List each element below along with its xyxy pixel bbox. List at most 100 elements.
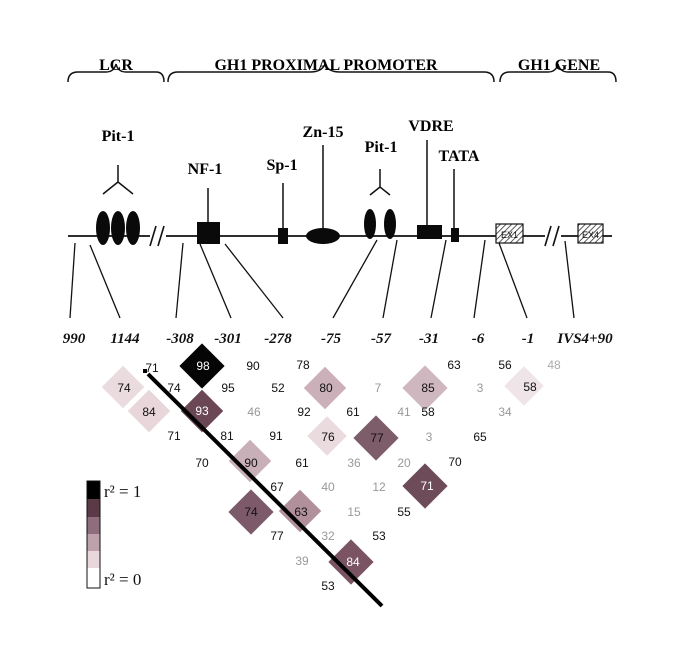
position-label: -301 bbox=[214, 331, 242, 347]
ld-value: 46 bbox=[247, 405, 261, 419]
ld-value: 71 bbox=[167, 429, 181, 443]
element-label-pit1-prom: Pit-1 bbox=[365, 139, 398, 156]
position-label: 1144 bbox=[110, 331, 140, 347]
ld-values: 71 74 84 98 74 93 71 90 95 46 81 78 52 9… bbox=[117, 358, 561, 593]
ld-value: 98 bbox=[196, 359, 210, 373]
position-label: -1 bbox=[522, 331, 535, 347]
ld-value: 53 bbox=[321, 579, 335, 593]
ld-value: 36 bbox=[347, 456, 361, 470]
ld-value: 74 bbox=[244, 505, 258, 519]
ld-cell bbox=[303, 366, 347, 410]
ld-value: 65 bbox=[473, 430, 487, 444]
ld-cell bbox=[228, 439, 272, 483]
position-label: IVS4+90 bbox=[556, 331, 613, 347]
position-label: -278 bbox=[264, 331, 292, 347]
pit1-site-3 bbox=[126, 211, 140, 245]
ld-value: 56 bbox=[498, 358, 512, 372]
ld-value: 78 bbox=[296, 358, 310, 372]
legend-bottom-label: r² = 0 bbox=[104, 570, 141, 589]
ld-value: 95 bbox=[221, 381, 235, 395]
ld-value: 71 bbox=[420, 479, 434, 493]
ld-value: 90 bbox=[244, 456, 258, 470]
legend-swatch-2 bbox=[87, 499, 100, 517]
ld-value: 58 bbox=[421, 405, 435, 419]
position-label: -75 bbox=[321, 331, 341, 347]
ld-value: 32 bbox=[321, 529, 335, 543]
pit1-prom-site-1 bbox=[364, 209, 376, 239]
ld-value: 74 bbox=[167, 381, 181, 395]
ld-value: 20 bbox=[397, 456, 411, 470]
nf1-box bbox=[197, 222, 220, 244]
ld-cell bbox=[127, 389, 171, 433]
ld-value: 41 bbox=[397, 405, 411, 419]
ld-value: 53 bbox=[372, 529, 386, 543]
ld-value: 91 bbox=[269, 429, 283, 443]
ld-value: 70 bbox=[195, 456, 209, 470]
ld-value: 85 bbox=[421, 381, 435, 395]
element-label-zn15: Zn-15 bbox=[303, 124, 344, 141]
ld-value: 61 bbox=[295, 456, 309, 470]
ld-value: 74 bbox=[117, 381, 131, 395]
position-label: -57 bbox=[371, 331, 391, 347]
element-label-pit1-lcr: Pit-1 bbox=[102, 128, 135, 145]
vdre-box bbox=[417, 225, 442, 239]
exon-4-label: EX4 bbox=[582, 230, 599, 240]
ld-value: 12 bbox=[372, 480, 386, 494]
pit1-prom-site-2 bbox=[384, 209, 396, 239]
ld-value: 3 bbox=[426, 430, 433, 444]
ld-value: 71 bbox=[145, 361, 159, 375]
diagonal-start-marker bbox=[143, 369, 147, 373]
ld-value: 55 bbox=[397, 505, 411, 519]
position-label: -31 bbox=[419, 331, 439, 347]
ld-cell bbox=[179, 343, 225, 389]
zn15-ellipse bbox=[306, 228, 340, 244]
legend-swatch-4 bbox=[87, 534, 100, 551]
gene-map: EX1 EX4 bbox=[68, 209, 612, 247]
ld-value: 58 bbox=[523, 380, 537, 394]
ld-cell bbox=[504, 366, 544, 406]
ld-value: 52 bbox=[271, 381, 285, 395]
ld-value: 61 bbox=[346, 405, 360, 419]
position-connectors bbox=[69, 239, 575, 319]
position-label: -308 bbox=[166, 331, 194, 347]
position-label: -6 bbox=[472, 331, 485, 347]
sp1-box bbox=[278, 228, 288, 244]
ld-value: 90 bbox=[246, 359, 260, 373]
ld-block-diagonal bbox=[146, 372, 384, 608]
ld-value: 40 bbox=[321, 480, 335, 494]
legend-swatch-3 bbox=[87, 517, 100, 534]
region-brackets bbox=[67, 61, 617, 83]
legend-swatch-5 bbox=[87, 551, 100, 568]
legend-swatch-6 bbox=[87, 568, 100, 588]
legend-frame bbox=[86, 480, 101, 589]
r2-legend: r² = 1 r² = 0 bbox=[86, 480, 141, 589]
pit1-site-2 bbox=[111, 211, 125, 245]
position-labels: 990 1144 -308 -301 -278 -75 -57 -31 -6 -… bbox=[63, 331, 613, 347]
region-label-gene: GH1 GENE bbox=[518, 57, 600, 74]
element-label-vdre: VDRE bbox=[408, 118, 453, 135]
ld-value: 67 bbox=[270, 480, 284, 494]
ld-value: 93 bbox=[195, 404, 209, 418]
position-label: 990 bbox=[63, 331, 86, 347]
ld-value: 70 bbox=[448, 455, 462, 469]
ld-value: 7 bbox=[375, 381, 382, 395]
region-label-lcr: LCR bbox=[99, 57, 133, 74]
ld-value: 3 bbox=[477, 381, 484, 395]
ld-value: 84 bbox=[142, 405, 156, 419]
region-label-promoter: GH1 PROXIMAL PROMOTER bbox=[214, 57, 438, 74]
exon-1-label: EX1 bbox=[501, 230, 518, 240]
ld-value: 80 bbox=[319, 381, 333, 395]
ld-value: 63 bbox=[294, 505, 308, 519]
pit1-site-1 bbox=[96, 211, 110, 245]
exon-4-box bbox=[577, 223, 604, 244]
exon-1-box bbox=[495, 223, 524, 244]
ld-value: 48 bbox=[547, 358, 561, 372]
ld-value: 34 bbox=[498, 405, 512, 419]
ld-value: 84 bbox=[346, 555, 360, 569]
ld-value: 77 bbox=[270, 529, 284, 543]
ld-cell bbox=[180, 389, 224, 433]
ld-value: 92 bbox=[297, 405, 311, 419]
ld-value: 63 bbox=[447, 358, 461, 372]
element-label-sp1: Sp-1 bbox=[266, 157, 297, 174]
